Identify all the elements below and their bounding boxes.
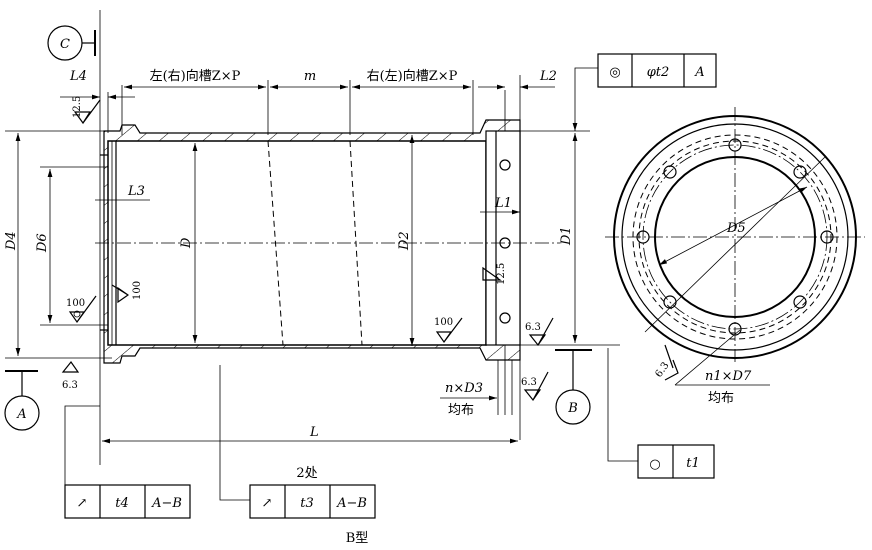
datum-c-label: C — [60, 37, 70, 52]
runout-frame-t4: ↗ t4 A−B — [64, 405, 191, 519]
svg-text:100: 100 — [132, 281, 143, 300]
svg-text:100: 100 — [434, 317, 453, 328]
runout-frame-t3: ↗ t3 A−B 2处 — [219, 365, 376, 519]
svg-text:6.3: 6.3 — [62, 380, 78, 391]
coaxiality-frame: ◎ φt2 A — [574, 53, 717, 100]
svg-text:6.3: 6.3 — [653, 360, 671, 379]
svg-text:↗: ↗ — [262, 496, 273, 511]
roundness-frame: ○ t1 — [607, 348, 715, 479]
svg-text:6.3: 6.3 — [525, 322, 541, 333]
datum-a: A — [4, 370, 40, 431]
hole-note-n1: 6.3 n1×D7 均布 — [653, 329, 770, 406]
svg-text:t3: t3 — [300, 496, 314, 511]
liner-section — [95, 119, 560, 364]
svg-text:2处: 2处 — [296, 466, 317, 481]
svg-text:L3: L3 — [127, 184, 145, 199]
end-view: D5 — [605, 107, 865, 362]
datum-b: B — [555, 349, 592, 425]
groove-left-label: 左(右)向槽Z×P — [150, 68, 241, 84]
svg-text:L4: L4 — [69, 69, 87, 84]
svg-text:B: B — [567, 401, 578, 416]
svg-text:A−B: A−B — [336, 496, 367, 511]
svg-text:A: A — [694, 65, 704, 80]
datum-c: C — [47, 25, 96, 61]
svg-text:D: D — [179, 237, 194, 249]
svg-text:100: 100 — [66, 298, 85, 309]
svg-text:L1: L1 — [494, 196, 512, 211]
svg-text:φt2: φt2 — [647, 65, 670, 80]
svg-text:t1: t1 — [686, 456, 700, 471]
length-dimension: L — [309, 425, 319, 440]
svg-text:D5: D5 — [726, 221, 746, 236]
caption: B型 — [346, 531, 369, 546]
svg-text:D2: D2 — [397, 231, 412, 251]
groove-right-label: 右(左)向槽Z×P — [367, 68, 458, 84]
svg-text:D1: D1 — [559, 226, 574, 246]
svg-text:◎: ◎ — [609, 65, 620, 80]
svg-text:n1×D7: n1×D7 — [705, 369, 752, 384]
svg-text:↗: ↗ — [77, 496, 88, 511]
svg-text:6.3: 6.3 — [521, 377, 537, 388]
diameter-dimensions: D4 D6 D D2 D1 L3 L1 L n×D3 均布 — [4, 100, 578, 444]
svg-text:D6: D6 — [35, 233, 50, 253]
svg-text:t4: t4 — [115, 496, 129, 511]
roughness-symbols: 12.5 100 100 100 12.5 6.3 6.3 6.3 — [61, 96, 554, 402]
svg-text:均布: 均布 — [708, 391, 734, 406]
top-dimensions: L4 左(右)向槽Z×P m 右(左)向槽Z×P L2 — [60, 68, 557, 135]
svg-text:D4: D4 — [4, 231, 19, 251]
svg-text:n×D3: n×D3 — [445, 381, 483, 396]
svg-text:均布: 均布 — [448, 403, 474, 418]
svg-text:○: ○ — [649, 457, 660, 472]
svg-text:L2: L2 — [539, 69, 557, 84]
svg-text:m: m — [304, 69, 316, 84]
svg-text:A−B: A−B — [151, 496, 182, 511]
svg-text:12.5: 12.5 — [496, 263, 507, 285]
svg-text:12.5: 12.5 — [72, 96, 83, 118]
svg-text:A: A — [16, 407, 26, 422]
